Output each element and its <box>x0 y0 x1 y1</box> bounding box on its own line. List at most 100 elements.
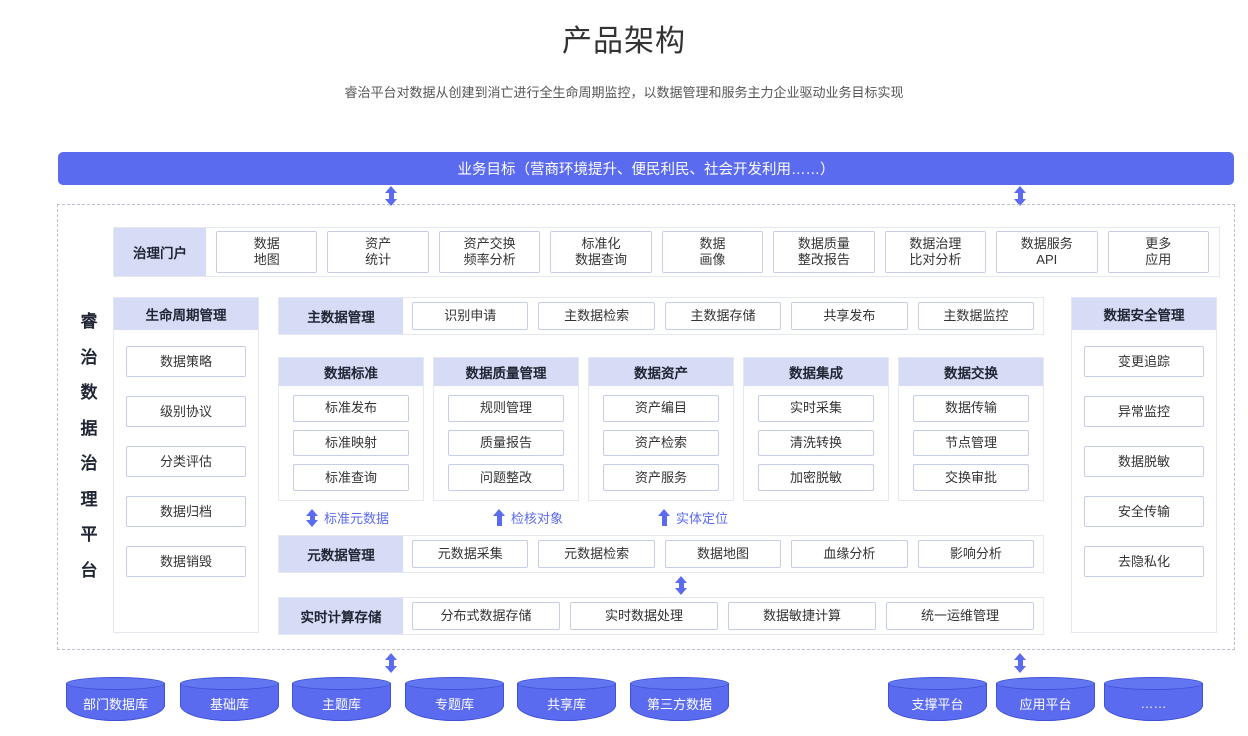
domain-item-4-2[interactable]: 交换审批 <box>913 464 1029 492</box>
portal-item-4[interactable]: 数据画像 <box>661 231 764 273</box>
metadata-items: 元数据采集元数据检索数据地图血缘分析影响分析 <box>403 536 1043 572</box>
domain-column-3: 数据集成实时采集清洗转换加密脱敏 <box>743 357 889 501</box>
domain-item-3-2[interactable]: 加密脱敏 <box>758 464 874 492</box>
lifecycle-item-1[interactable]: 级别协议 <box>126 396 246 427</box>
data-source-right-1[interactable]: 应用平台 <box>996 677 1095 721</box>
metadata-item-0[interactable]: 元数据采集 <box>412 540 529 568</box>
portal-item-2[interactable]: 资产交换频率分析 <box>438 231 541 273</box>
governance-portal-header: 治理门户 <box>114 228 206 276</box>
lifecycle-item-4[interactable]: 数据销毁 <box>126 546 246 577</box>
master-data-item-3[interactable]: 共享发布 <box>791 302 908 330</box>
master-data-item-4[interactable]: 主数据监控 <box>917 302 1035 330</box>
flow-label-text-0: 标准元数据 <box>324 511 390 526</box>
domain-item-0-0[interactable]: 标准发布 <box>293 395 409 422</box>
domain-column-items-3: 实时采集清洗转换加密脱敏 <box>744 386 888 500</box>
master-data-item-1[interactable]: 主数据检索 <box>538 302 655 330</box>
lifecycle-item-0[interactable]: 数据策略 <box>126 346 246 377</box>
metadata-item-1[interactable]: 元数据检索 <box>538 540 655 568</box>
domain-column-0: 数据标准标准发布标准映射标准查询 <box>278 357 424 501</box>
compute-item-0[interactable]: 分布式数据存储 <box>412 602 560 630</box>
master-data-items: 识别申请主数据检索主数据存储共享发布主数据监控 <box>403 298 1043 334</box>
master-data-row: 主数据管理 识别申请主数据检索主数据存储共享发布主数据监控 <box>278 297 1044 335</box>
data-source-left-1[interactable]: 基础库 <box>180 677 279 721</box>
data-source-left-3[interactable]: 专题库 <box>405 677 504 721</box>
metadata-item-4[interactable]: 影响分析 <box>917 540 1035 568</box>
domain-column-header-1: 数据质量管理 <box>434 358 578 386</box>
domain-column-items-1: 规则管理质量报告问题整改 <box>434 386 578 500</box>
governance-portal-row: 治理门户 数据地图资产统计资产交换频率分析标准化数据查询数据画像数据质量整改报告… <box>113 227 1220 277</box>
portal-item-0[interactable]: 数据地图 <box>216 231 318 273</box>
cylinder-label: 支撑平台 <box>911 697 964 712</box>
domain-item-1-0[interactable]: 规则管理 <box>448 395 564 422</box>
lifecycle-header: 生命周期管理 <box>114 298 258 330</box>
security-item-0[interactable]: 变更追踪 <box>1084 346 1204 377</box>
lifecycle-items: 数据策略级别协议分类评估数据归档数据销毁 <box>114 330 258 577</box>
cylinder-label: 共享库 <box>546 697 586 712</box>
flow-label-0: 标准元数据 <box>306 508 389 527</box>
flow-label-2: 实体定位 <box>658 508 728 527</box>
security-items: 变更追踪异常监控数据脱敏安全传输去隐私化 <box>1072 330 1216 577</box>
metadata-item-3[interactable]: 血缘分析 <box>791 540 908 568</box>
domain-item-2-0[interactable]: 资产编目 <box>603 395 719 422</box>
domain-column-header-2: 数据资产 <box>589 358 733 386</box>
lifecycle-item-2[interactable]: 分类评估 <box>126 446 246 477</box>
domain-column-2: 数据资产资产编目资产检索资产服务 <box>588 357 734 501</box>
arrow-platform-to-sources-right <box>1012 653 1028 673</box>
domain-item-2-2[interactable]: 资产服务 <box>603 464 719 492</box>
domain-item-1-2[interactable]: 问题整改 <box>448 464 564 492</box>
page-title: 产品架构 <box>562 25 686 58</box>
data-source-right-0[interactable]: 支撑平台 <box>888 677 987 721</box>
security-panel: 数据安全管理 变更追踪异常监控数据脱敏安全传输去隐私化 <box>1071 297 1217 633</box>
data-source-left-2[interactable]: 主题库 <box>292 677 391 721</box>
compute-item-2[interactable]: 数据敏捷计算 <box>728 602 876 630</box>
security-item-2[interactable]: 数据脱敏 <box>1084 446 1204 477</box>
compute-storage-items: 分布式数据存储实时数据处理数据敏捷计算统一运维管理 <box>403 598 1043 634</box>
data-source-left-5[interactable]: 第三方数据 <box>630 677 729 721</box>
security-item-3[interactable]: 安全传输 <box>1084 496 1204 527</box>
governance-portal-items: 数据地图资产统计资产交换频率分析标准化数据查询数据画像数据质量整改报告数据治理比… <box>206 228 1219 276</box>
security-item-1[interactable]: 异常监控 <box>1084 396 1204 427</box>
compute-storage-row: 实时计算存储 分布式数据存储实时数据处理数据敏捷计算统一运维管理 <box>278 597 1044 635</box>
arrow-goal-to-platform-right <box>1012 186 1028 206</box>
domain-column-header-0: 数据标准 <box>279 358 423 386</box>
data-source-right-2[interactable]: …… <box>1104 677 1203 721</box>
master-data-item-2[interactable]: 主数据存储 <box>664 302 782 330</box>
portal-item-1[interactable]: 资产统计 <box>327 231 429 273</box>
domain-item-0-2[interactable]: 标准查询 <box>293 464 409 492</box>
domain-item-0-1[interactable]: 标准映射 <box>293 429 409 457</box>
domain-column-header-4: 数据交换 <box>899 358 1043 386</box>
domain-item-2-1[interactable]: 资产检索 <box>603 429 719 457</box>
domain-item-3-0[interactable]: 实时采集 <box>758 395 874 422</box>
data-source-left-4[interactable]: 共享库 <box>517 677 616 721</box>
cylinder-label: 应用平台 <box>1019 697 1072 712</box>
domain-item-4-1[interactable]: 节点管理 <box>913 429 1029 457</box>
portal-item-3[interactable]: 标准化数据查询 <box>550 231 652 273</box>
domain-item-4-0[interactable]: 数据传输 <box>913 395 1029 422</box>
arrow-goal-to-platform-left <box>383 186 399 206</box>
data-source-left-0[interactable]: 部门数据库 <box>66 677 165 721</box>
flow-label-1: 检核对象 <box>493 508 563 527</box>
compute-item-3[interactable]: 统一运维管理 <box>886 602 1034 630</box>
domain-item-3-1[interactable]: 清洗转换 <box>758 429 874 457</box>
platform-frame <box>57 204 1235 650</box>
portal-item-8[interactable]: 更多应用 <box>1107 231 1209 273</box>
compute-item-1[interactable]: 实时数据处理 <box>570 602 718 630</box>
flow-label-text-1: 检核对象 <box>511 511 564 526</box>
platform-vertical-label: 睿治数据治理平台 <box>80 312 98 580</box>
master-data-item-0[interactable]: 识别申请 <box>412 302 529 330</box>
domain-item-1-1[interactable]: 质量报告 <box>448 429 564 457</box>
cylinder-label: 专题库 <box>434 697 474 712</box>
portal-item-6[interactable]: 数据治理比对分析 <box>884 231 987 273</box>
portal-item-5[interactable]: 数据质量整改报告 <box>773 231 875 273</box>
metadata-row: 元数据管理 元数据采集元数据检索数据地图血缘分析影响分析 <box>278 535 1044 573</box>
lifecycle-item-3[interactable]: 数据归档 <box>126 496 246 527</box>
arrow-up-icon <box>658 509 670 526</box>
domain-columns: 数据标准标准发布标准映射标准查询数据质量管理规则管理质量报告问题整改数据资产资产… <box>278 357 1044 501</box>
lifecycle-panel: 生命周期管理 数据策略级别协议分类评估数据归档数据销毁 <box>113 297 259 633</box>
security-item-4[interactable]: 去隐私化 <box>1084 546 1204 577</box>
domain-column-items-2: 资产编目资产检索资产服务 <box>589 386 733 500</box>
arrow-up-icon <box>493 509 505 526</box>
metadata-item-2[interactable]: 数据地图 <box>664 540 782 568</box>
domain-column-4: 数据交换数据传输节点管理交换审批 <box>898 357 1044 501</box>
